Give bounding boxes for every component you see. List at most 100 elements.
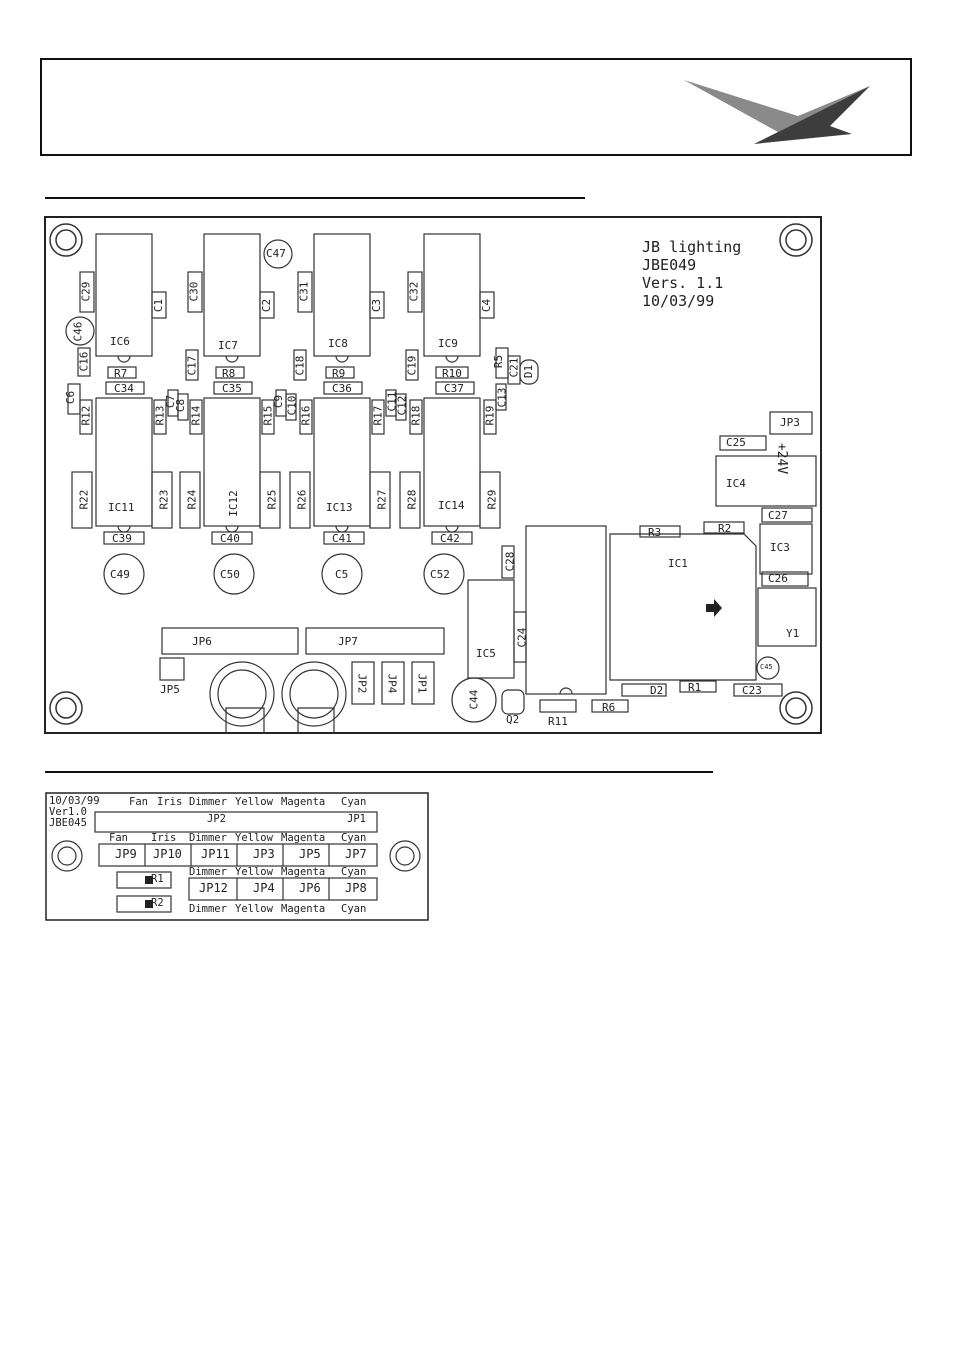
label-c28: C28 <box>503 551 517 572</box>
label-jp8: JP8 <box>345 881 367 895</box>
board-info-line-1: JB lighting <box>642 238 742 256</box>
top-label-iris: Iris <box>157 796 183 808</box>
label-c29: C29 <box>79 281 93 302</box>
label-r13: R13 <box>153 405 167 426</box>
label-r28: R28 <box>405 489 419 510</box>
label-ic5: IC5 <box>476 647 496 660</box>
row1-label-dimmer: Dimmer <box>189 832 227 844</box>
board2-info-line-3: JBE045 <box>49 817 87 829</box>
label-c9: C9 <box>272 394 286 409</box>
label-c32: C32 <box>407 281 421 302</box>
label-c45: C45 <box>760 663 773 671</box>
top-label-dimmer: Dimmer <box>189 796 227 808</box>
label-c34: C34 <box>114 382 134 395</box>
label-c49: C49 <box>110 568 130 581</box>
label-c27: C27 <box>768 509 788 522</box>
label-c47: C47 <box>266 247 286 260</box>
label-r27: R27 <box>375 489 389 510</box>
board2-info: 10/03/99 Ver1.0 JBE045 <box>49 796 100 829</box>
label-r16: R16 <box>299 405 313 426</box>
bottom-label-yellow: Yellow <box>235 903 273 915</box>
label-jp9: JP9 <box>115 847 137 861</box>
label-ic9: IC9 <box>438 337 458 350</box>
label-c6: C6 <box>64 390 78 405</box>
label-c4: C4 <box>480 298 494 313</box>
board-info-line-4: 10/03/99 <box>642 292 715 310</box>
label-c44: C44 <box>467 689 481 710</box>
label-c3: C3 <box>370 298 384 313</box>
label-ic8: IC8 <box>328 337 348 350</box>
label-r5: R5 <box>492 354 506 369</box>
label-r23: R23 <box>157 489 171 510</box>
label-r17: R17 <box>371 405 385 426</box>
label-c35: C35 <box>222 382 242 395</box>
label-c24: C24 <box>515 627 529 648</box>
label-r10: R10 <box>442 367 462 380</box>
label-r8: R8 <box>222 367 236 380</box>
label-c31: C31 <box>297 281 311 302</box>
label-c52: C52 <box>430 568 450 581</box>
label-c50: C50 <box>220 568 240 581</box>
label-c39: C39 <box>112 532 132 545</box>
label-r29: R29 <box>485 489 499 510</box>
label-ic7: IC7 <box>218 339 238 352</box>
label-d1: D1 <box>522 364 536 379</box>
row1-label-magenta: Magenta <box>281 832 326 844</box>
row1-label-yellow: Yellow <box>235 832 273 844</box>
label-r2-b2: R2 <box>151 897 164 909</box>
company-logo <box>684 80 870 144</box>
label-jp12: JP12 <box>199 881 228 895</box>
label-r3: R3 <box>648 526 662 539</box>
label-c17: C17 <box>185 355 199 376</box>
pcb-jbe045-drawing <box>45 792 429 921</box>
label-ic3: IC3 <box>770 541 790 554</box>
logo-wing-dark <box>754 86 870 144</box>
label-r14: R14 <box>189 405 203 426</box>
pcb-jbe049-drawing <box>44 216 822 734</box>
label-r19: R19 <box>483 405 497 426</box>
label-jp6: JP6 <box>192 635 212 648</box>
label-q2: Q2 <box>506 713 520 726</box>
board-info: JB lighting JBE049 Vers. 1.1 10/03/99 <box>642 238 741 310</box>
bottom-label-magenta: Magenta <box>281 903 326 915</box>
row2-label-yellow: Yellow <box>235 866 273 878</box>
label-jp4-b2: JP4 <box>253 881 275 895</box>
label-r22: R22 <box>77 489 91 510</box>
header-box <box>40 58 912 156</box>
label-ic6: IC6 <box>110 335 130 348</box>
label-c18: C18 <box>293 355 307 376</box>
label-r18: R18 <box>409 405 423 426</box>
label-c13: C13 <box>495 387 509 408</box>
label-jp5: JP5 <box>160 683 180 696</box>
label-c16: C16 <box>77 351 91 372</box>
label-ic14: IC14 <box>438 499 465 512</box>
label-jp11: JP11 <box>201 847 230 861</box>
label-c40: C40 <box>220 532 240 545</box>
label-c19: C19 <box>405 355 419 376</box>
label-c37: C37 <box>444 382 464 395</box>
label-c10: C10 <box>285 395 299 416</box>
label-jp7-b2: JP7 <box>345 847 367 861</box>
label-jp2-b2: JP2 <box>207 813 226 825</box>
label-jp6-b2: JP6 <box>299 881 321 895</box>
label-c36: C36 <box>332 382 352 395</box>
section-rule-2 <box>45 771 713 773</box>
board2-info-line-2: Ver1.0 <box>49 806 87 818</box>
top-label-cyan: Cyan <box>341 796 367 808</box>
label-jp4: JP4 <box>385 673 399 694</box>
pcb-board-jbe049: JB lighting JBE049 Vers. 1.1 10/03/99 IC… <box>44 216 822 734</box>
label-y1: Y1 <box>786 627 800 640</box>
label-r9: R9 <box>332 367 346 380</box>
row2-label-magenta: Magenta <box>281 866 326 878</box>
board-info-line-2: JBE049 <box>642 256 697 274</box>
bottom-label-dimmer: Dimmer <box>189 903 227 915</box>
label-r7: R7 <box>114 367 128 380</box>
label-c25: C25 <box>726 436 746 449</box>
label-r26: R26 <box>295 489 309 510</box>
label-c12: C12 <box>395 395 409 416</box>
board-info-line-3: Vers. 1.1 <box>642 274 724 292</box>
label-ic4: IC4 <box>726 477 746 490</box>
row2-label-cyan: Cyan <box>341 866 367 878</box>
label-jp5-b2: JP5 <box>299 847 321 861</box>
label-r25: R25 <box>265 489 279 510</box>
